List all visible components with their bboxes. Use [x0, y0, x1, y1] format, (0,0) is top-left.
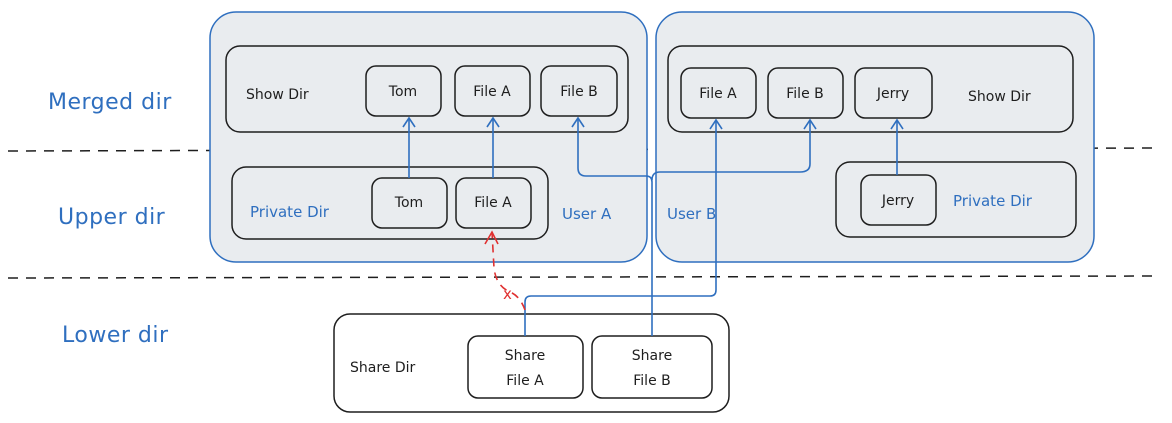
arrow-tom-upper-to-merged — [402, 116, 416, 178]
arrow-blocked-share-file-a-to-user-a-file-a: x — [484, 230, 526, 311]
share-file-b-line2: File B — [633, 373, 670, 389]
user-b-private-dir: Private Dir — [835, 161, 1077, 238]
user-a-private-dir: Private Dir — [231, 166, 549, 240]
share-dir-label: Share Dir — [350, 360, 416, 376]
user-b-show-dir: Show Dir — [667, 45, 1074, 133]
blocked-marker: x — [503, 285, 512, 303]
user-a-show-tom: Tom — [365, 65, 442, 117]
arrow-share-file-a-to-user-b-file-a — [524, 118, 723, 336]
user-a-private-dir-label: Private Dir — [250, 203, 330, 221]
share-file-b: Share File B — [591, 335, 713, 399]
separator-upper-lower — [7, 275, 1161, 279]
arrow-share-file-b-to-user-b-file-b — [651, 118, 817, 181]
user-a-show-file-b-label: File B — [560, 84, 597, 100]
user-b-show-file-b: File B — [767, 67, 844, 119]
share-file-a-line1: Share — [505, 348, 545, 364]
user-a-label: User A — [562, 205, 612, 223]
user-a-container: User A — [209, 11, 648, 263]
user-b-private-jerry-label: Jerry — [881, 193, 914, 209]
share-file-b-line1: Share — [632, 348, 672, 364]
arrow-jerry-upper-to-merged — [890, 118, 904, 175]
user-b-private-dir-label: Private Dir — [953, 192, 1033, 210]
arrow-file-a-upper-to-merged — [486, 116, 500, 178]
user-a-show-file-a: File A — [454, 65, 531, 117]
user-b-show-file-b-label: File B — [786, 86, 823, 102]
user-a-show-file-a-label: File A — [473, 84, 511, 100]
user-b-show-dir-label: Show Dir — [968, 89, 1031, 105]
share-file-a-line2: File A — [506, 373, 544, 389]
user-b-show-file-a-label: File A — [699, 86, 737, 102]
user-b-show-jerry: Jerry — [854, 67, 933, 119]
user-a-show-dir: Show Dir — [225, 45, 629, 133]
layer-label-merged: Merged dir — [48, 90, 172, 115]
share-file-a: Share File A — [467, 335, 584, 399]
user-b-label: User B — [667, 205, 716, 223]
user-a-private-file-a-label: File A — [474, 195, 512, 211]
user-a-show-file-b: File B — [540, 65, 618, 117]
user-b-show-file-a: File A — [680, 67, 757, 119]
user-a-show-tom-label: Tom — [388, 84, 417, 100]
user-a-private-tom-label: Tom — [394, 195, 423, 211]
user-b-private-jerry: Jerry — [860, 174, 937, 226]
user-b-show-jerry-label: Jerry — [876, 86, 909, 102]
share-dir: Share Dir — [333, 313, 730, 413]
layer-label-upper: Upper dir — [58, 205, 166, 230]
layer-label-lower: Lower dir — [62, 323, 169, 348]
user-a-show-dir-label: Show Dir — [246, 87, 309, 103]
user-b-container: User B — [655, 11, 1095, 263]
